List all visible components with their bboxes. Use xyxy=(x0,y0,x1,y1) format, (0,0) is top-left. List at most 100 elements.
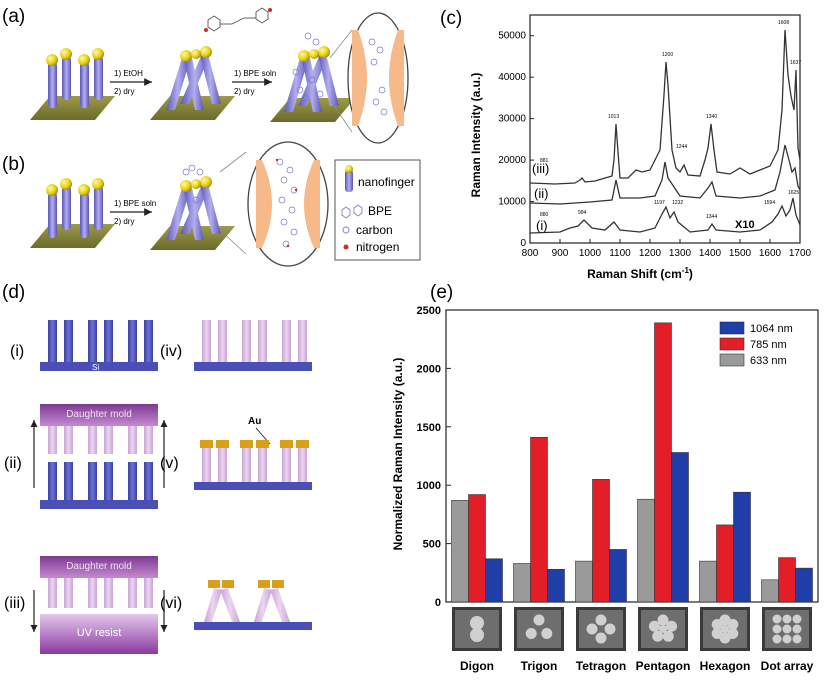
bar-pentagon-1064nm xyxy=(671,452,689,603)
svg-text:994: 994 xyxy=(578,210,587,216)
svg-text:1197: 1197 xyxy=(654,200,665,206)
step-a1-line2: 2) dry xyxy=(114,87,134,96)
plot-frame-e xyxy=(445,309,819,603)
y-tick-label-e: 2000 xyxy=(417,363,441,375)
carbon-marker xyxy=(342,226,350,234)
y-tick-label-c: 0 xyxy=(520,238,526,249)
step-a1-line1: 1) EtOH xyxy=(114,69,143,78)
step-a2-line1: 1) BPE soln xyxy=(234,69,276,78)
bar-tetragon-1064nm xyxy=(609,549,627,603)
svg-text:1637: 1637 xyxy=(790,60,801,66)
y-tick-label-c: 40000 xyxy=(498,72,526,83)
bar-tetragon-633nm xyxy=(575,560,593,603)
spectrum-ii xyxy=(529,144,801,205)
si-mold: Si xyxy=(40,320,158,372)
x-tick-label-c: 1000 xyxy=(579,248,602,259)
legend-label: 633 nm xyxy=(750,355,787,367)
svg-text:1200: 1200 xyxy=(662,52,673,58)
bar-trigon-633nm xyxy=(513,563,531,603)
y-tick-label-e: 2500 xyxy=(417,305,441,317)
bpe-molecule xyxy=(204,7,272,32)
zoom-oval-b xyxy=(247,141,329,267)
legend-label: 1064 nm xyxy=(750,323,793,335)
d-label-ii: (ii) xyxy=(4,455,22,472)
shape-thumbnails xyxy=(452,607,812,651)
svg-text:1344: 1344 xyxy=(706,214,717,220)
x-tick-label-c: 1300 xyxy=(669,248,692,259)
svg-text:1608: 1608 xyxy=(778,20,789,26)
svg-text:881: 881 xyxy=(540,158,549,164)
y-tick-label-c: 30000 xyxy=(498,114,526,125)
category-label: Dot array xyxy=(761,659,814,673)
panel-label-a: (a) xyxy=(2,6,25,27)
y-axis-label-c: Raman Intensity (a.u.) xyxy=(469,73,483,198)
y-tick-label-e: 0 xyxy=(435,597,441,609)
panel-e-bar-chart: Normalized Raman Intensity (a.u.) 0 500 10… xyxy=(391,305,819,673)
svg-text:1594: 1594 xyxy=(764,200,775,206)
nitrogen-marker xyxy=(343,244,349,250)
d-label-i: (i) xyxy=(10,343,24,360)
svg-text:880: 880 xyxy=(540,212,549,218)
spectrum-i xyxy=(529,197,801,234)
d-label-iii: (iii) xyxy=(4,595,25,612)
si-label: Si xyxy=(92,363,99,372)
svg-text:1232: 1232 xyxy=(672,200,683,206)
peak-labels-i: 880 994 1197 1232 1344 1594 1625 xyxy=(540,190,799,220)
x-tick-label-c: 1600 xyxy=(759,248,782,259)
y-tick-label-c: 50000 xyxy=(498,31,526,42)
panel-label-b: (b) xyxy=(2,154,25,175)
legend-swatch xyxy=(719,353,745,367)
bar-dot-array-785nm xyxy=(778,557,796,603)
bar-pentagon-785nm xyxy=(654,322,672,603)
x-tick-label-c: 1500 xyxy=(729,248,752,259)
legend-bpe: BPE xyxy=(368,204,392,218)
zoom-oval-a xyxy=(347,12,409,144)
y-tick-label-e: 500 xyxy=(423,539,441,551)
category-label: Trigon xyxy=(521,659,558,673)
legend-swatch xyxy=(719,321,745,335)
peak-labels-iii: 881 1013 1200 1244 1340 1608 1637 xyxy=(540,20,801,164)
legend-swatch xyxy=(719,337,745,351)
spectrum-iii xyxy=(529,29,801,185)
bar-pentagon-633nm xyxy=(637,498,655,603)
y-axis-label-e: Normalized Raman Intensity (a.u.) xyxy=(391,358,405,551)
panel-label-c: (c) xyxy=(440,8,462,29)
bar-digon-1064nm xyxy=(485,558,503,603)
bar-hexagon-785nm xyxy=(716,524,734,603)
uv-resist-label: UV resist xyxy=(77,627,122,639)
panel-d-fabrication: (i) Si (iv) (ii) Daughter mold xyxy=(4,320,312,654)
bar-trigon-785nm xyxy=(530,437,548,603)
x-tick-label-c: 1200 xyxy=(639,248,662,259)
step-b-line1: 1) BPE soln xyxy=(114,199,156,208)
step-a2-line2: 2) dry xyxy=(234,87,254,96)
plot-frame-c xyxy=(529,14,801,244)
x-tick-label-c: 900 xyxy=(552,248,569,259)
y-tick-label-c: 20000 xyxy=(498,155,526,166)
d-label-iv: (iv) xyxy=(160,343,182,360)
panel-b-schematic: 1) BPE soln 2) dry nanofinger xyxy=(30,141,421,267)
category-label: Tetragon xyxy=(576,659,626,673)
bar-hexagon-1064nm xyxy=(733,491,751,603)
bar-digon-785nm xyxy=(468,494,486,603)
svg-text:1340: 1340 xyxy=(706,114,717,120)
svg-text:1625: 1625 xyxy=(788,190,799,196)
legend-nitrogen: nitrogen xyxy=(356,240,399,254)
curve-label-ii: (ii) xyxy=(534,186,548,201)
step-b-line2: 2) dry xyxy=(114,217,134,226)
bar-digon-633nm xyxy=(451,500,469,603)
category-label: Digon xyxy=(460,659,494,673)
bar-tetragon-785nm xyxy=(592,479,610,603)
y-tick-label-e: 1500 xyxy=(417,422,441,434)
x-tick-label-c: 800 xyxy=(522,248,539,259)
y-tick-label-e: 1000 xyxy=(417,480,441,492)
legend-nanofinger: nanofinger xyxy=(358,175,415,189)
x-axis-label-c: Raman Shift (cm-1) xyxy=(587,266,693,281)
daughter-mold-label-2: Daughter mold xyxy=(66,561,132,572)
panel-label-e: (e) xyxy=(430,282,453,303)
curve-label-iii: (iii) xyxy=(532,161,549,176)
